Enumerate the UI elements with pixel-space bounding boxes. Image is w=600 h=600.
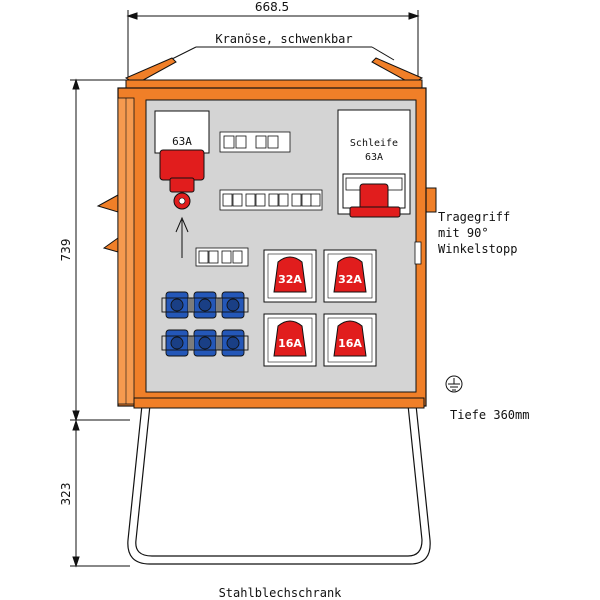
stand-height-label: 323 (59, 483, 73, 506)
material-caption: Stahlblechschrank (219, 586, 343, 600)
schuko-socket (217, 291, 249, 319)
arrow-up-icon (175, 216, 189, 258)
schuko-socket (161, 291, 193, 319)
lifting-eye-label: Kranöse, schwenkbar (215, 32, 352, 46)
cee-outlet-2-label: 32A (338, 273, 362, 286)
main-inlet-label: 63A (172, 135, 192, 148)
width-dimension (126, 10, 420, 78)
schuko-socket (217, 329, 249, 357)
schuko-socket (189, 329, 221, 357)
width-dimension-label: 668.5 (255, 0, 289, 14)
cee-outlet-4-label: 16A (338, 337, 362, 350)
bottom-plinth (133, 397, 425, 409)
loop-outlet-label-line1: Schleife (350, 138, 398, 149)
cee-outlet-1-label: 32A (278, 273, 302, 286)
loop-outlet-label-line2: 63A (365, 152, 383, 163)
rcd-breaker-row (219, 189, 323, 211)
main-inlet-63a (154, 110, 210, 210)
handle-label-line2: mit 90° (438, 226, 489, 240)
cee-outlet-1 (263, 249, 317, 303)
cee-outlet-4 (323, 313, 377, 367)
schuko-socket (161, 329, 193, 357)
lifting-eye-leader (169, 46, 395, 61)
tubular-stand (127, 404, 431, 565)
cee-outlet-3-label: 16A (278, 337, 302, 350)
schuko-socket (189, 291, 221, 319)
cee-outlet-2 (323, 249, 377, 303)
cee-outlet-3 (263, 313, 317, 367)
ground-symbol-icon (445, 375, 463, 393)
loop-outlet-63a (337, 109, 411, 218)
handle-label-line1: Tragegriff (438, 210, 510, 224)
schuko-socket-grid (161, 291, 249, 357)
top-breaker-row (219, 131, 291, 153)
cabinet-roof (124, 57, 424, 89)
door-lock (414, 241, 422, 265)
handle-label-line3: Winkelstopp (438, 242, 517, 256)
height-dimension (70, 78, 130, 568)
mcb-breaker-row (195, 247, 249, 267)
cabinet-height-label: 739 (59, 239, 73, 262)
depth-label: Tiefe 360mm (450, 408, 529, 422)
